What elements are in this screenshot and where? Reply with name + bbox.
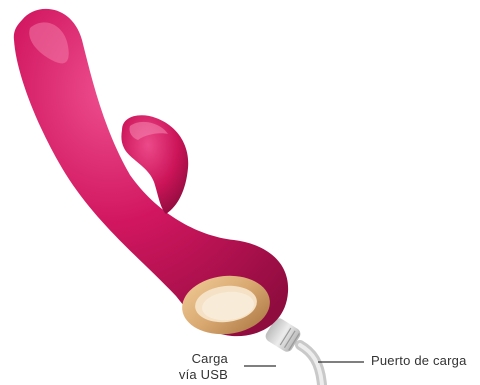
- usb-label-line2: vía USB: [179, 367, 228, 383]
- usb-label-line1: Carga: [179, 351, 228, 367]
- usb-cable: [263, 316, 322, 385]
- charging-port-label: Puerto de carga: [371, 353, 467, 369]
- usb-charging-label: Carga vía USB: [179, 351, 228, 383]
